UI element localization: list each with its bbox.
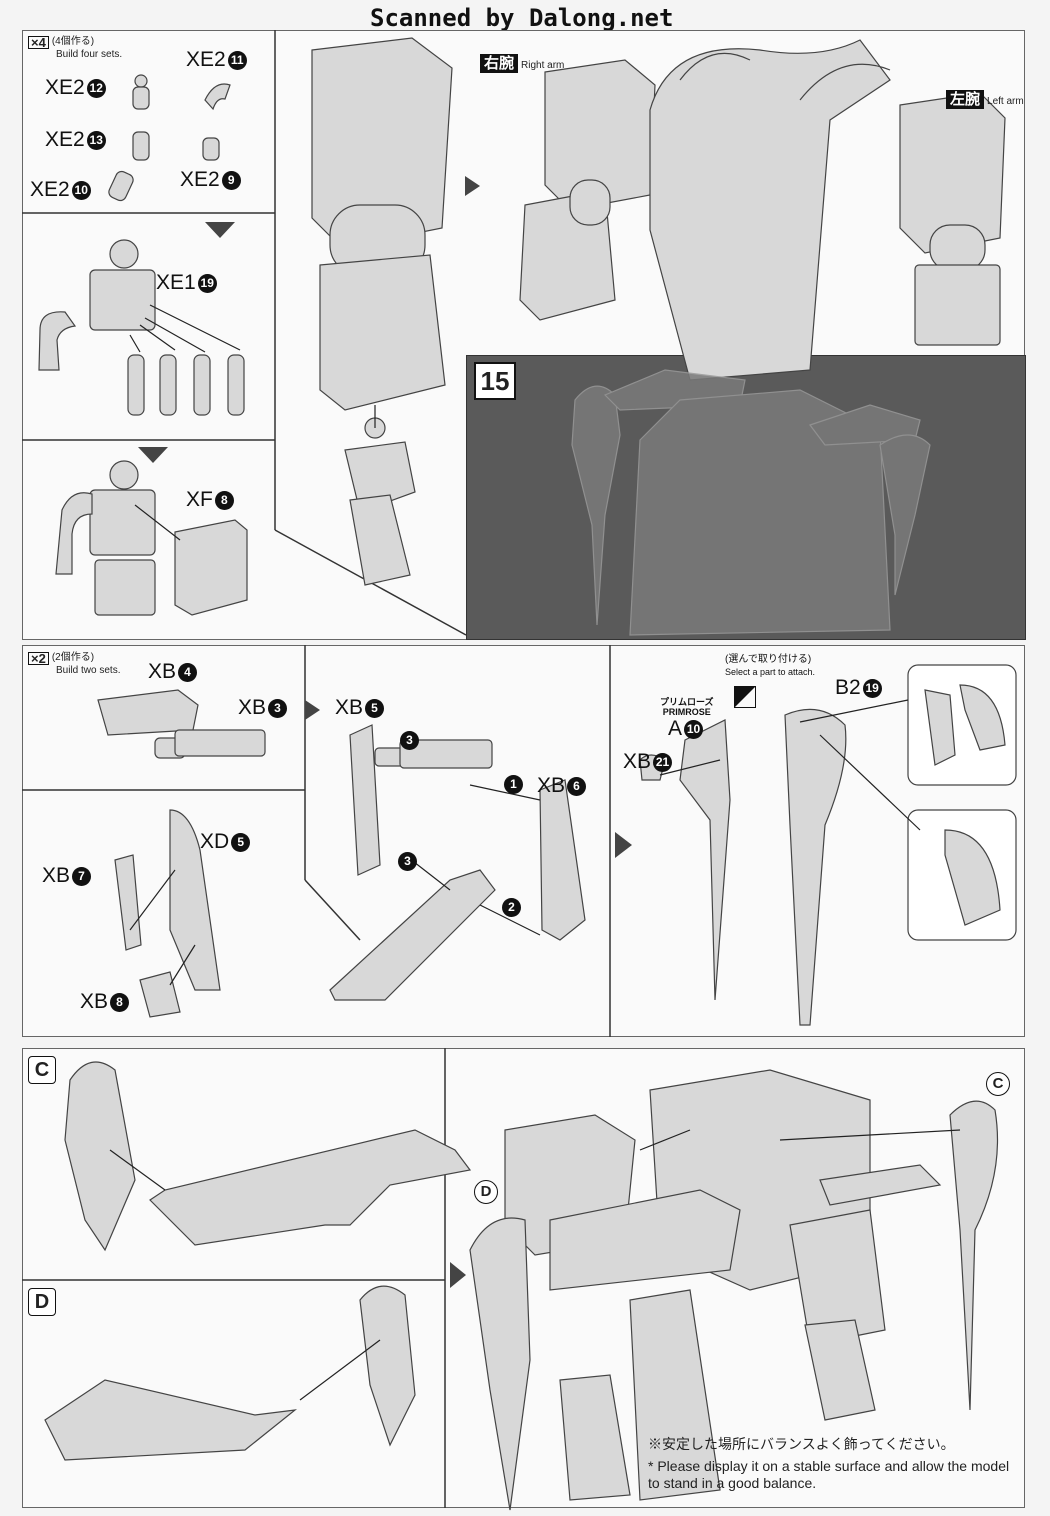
order-marker: 2 bbox=[500, 898, 521, 918]
multiplier-jp: (4個作る) bbox=[51, 36, 95, 47]
build-two-sets-badge: ×2(2個作る) Build two sets. bbox=[28, 652, 120, 676]
flow-arrow-down-1 bbox=[205, 222, 235, 238]
order-marker: 1 bbox=[502, 775, 523, 795]
order-marker: 3 bbox=[398, 731, 419, 751]
multiplier-x2: ×2 bbox=[28, 652, 49, 665]
callout-d: D bbox=[28, 1288, 56, 1316]
flow-arrow-down-2 bbox=[138, 447, 168, 463]
callout-c: C bbox=[986, 1072, 1010, 1096]
multiplier-x4: ×4 bbox=[28, 36, 49, 49]
multiplier-jp: (2個作る) bbox=[51, 652, 95, 663]
select-part-note: (選んで取り付ける)Select a part to attach. bbox=[725, 654, 816, 677]
flow-arrow-right-3 bbox=[615, 832, 632, 858]
callout-c: C bbox=[28, 1056, 56, 1084]
flow-arrow-right-4 bbox=[450, 1262, 466, 1288]
build-four-sets-badge: ×4(4個作る) Build four sets. bbox=[28, 36, 122, 60]
flow-arrow-right-2 bbox=[305, 700, 320, 720]
multiplier-en: Build four sets. bbox=[56, 49, 123, 60]
step-number: 15 bbox=[474, 362, 516, 400]
order-marker: 3 bbox=[396, 852, 417, 872]
display-note-en: * Please display it on a stable surface … bbox=[648, 1458, 1010, 1491]
callout-d: D bbox=[474, 1180, 498, 1204]
multiplier-en: Build two sets. bbox=[56, 665, 121, 676]
display-note-jp: ※安定した場所にバランスよく飾ってください。 bbox=[648, 1436, 955, 1452]
option-select-icon-frame bbox=[734, 686, 756, 708]
scan-credit: Scanned by Dalong.net bbox=[370, 4, 674, 32]
flow-arrow-right-1 bbox=[465, 176, 480, 196]
